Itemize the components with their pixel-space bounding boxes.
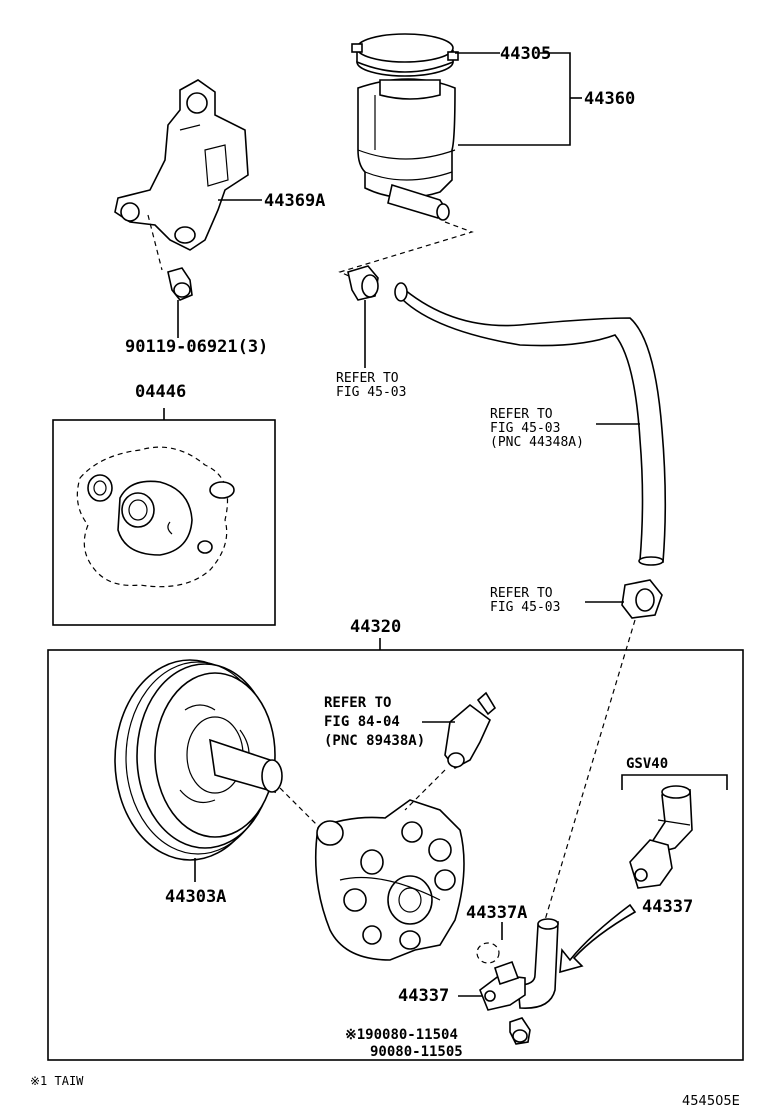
ref-sensor-3: (PNC 89438A) xyxy=(324,733,425,749)
ref-clip-left-2: FIG 45-03 xyxy=(336,385,406,400)
label-90119: 90119-06921(3) xyxy=(125,337,268,357)
label-44369a: 44369A xyxy=(264,191,325,211)
ref-clip-left-1: REFER TO xyxy=(336,371,399,386)
pump-bracket xyxy=(114,79,249,251)
sensor-alignment-line xyxy=(404,769,446,811)
bolt-90080 xyxy=(509,1017,531,1045)
ref-clip-right-1: REFER TO xyxy=(490,586,553,601)
shaft-alignment-line xyxy=(279,787,321,829)
ref-clip-right-2: FIG 45-03 xyxy=(490,600,560,615)
label-44337-upper: 44337 xyxy=(642,897,693,917)
label-44360: 44360 xyxy=(584,89,635,109)
label-44337a: 44337A xyxy=(466,903,527,923)
figure-id: 454505E xyxy=(682,1094,740,1109)
label-44303a: 44303A xyxy=(165,887,226,907)
gsv40-bracket xyxy=(621,774,728,790)
reservoir-cap xyxy=(351,33,459,77)
label-90080: 90080-11505 xyxy=(370,1044,463,1060)
pump-assembly-box xyxy=(47,649,744,1061)
label-44320: 44320 xyxy=(350,617,401,637)
clip-right xyxy=(621,579,663,619)
ref-hose-2: FIG 45-03 xyxy=(490,421,560,436)
clip-left xyxy=(347,265,379,301)
label-04446: 04446 xyxy=(135,382,186,402)
o-ring xyxy=(476,942,500,964)
footnote: ※1 TAIW xyxy=(30,1074,84,1088)
union-fitting-gsv40 xyxy=(629,785,693,889)
label-190080: ※190080-11504 xyxy=(345,1027,458,1043)
bolt-alignment-line xyxy=(147,214,163,271)
label-gsv40: GSV40 xyxy=(626,756,668,772)
ref-hose-1: REFER TO xyxy=(490,407,553,422)
label-44337-lower: 44337 xyxy=(398,986,449,1006)
return-hose xyxy=(396,288,667,563)
pulley xyxy=(114,659,283,861)
ref-sensor-1: REFER TO xyxy=(324,695,391,711)
gasket-kit xyxy=(76,446,235,588)
bolt-90119 xyxy=(167,267,193,301)
union-fitting-lower xyxy=(479,918,559,1011)
pump-body xyxy=(314,799,465,961)
ref-sensor-2: FIG 84-04 xyxy=(324,714,400,730)
bracket-44360 xyxy=(458,52,571,146)
reservoir-tank xyxy=(357,78,456,221)
pressure-sensor xyxy=(444,691,497,770)
label-44305: 44305 xyxy=(500,44,551,64)
hose-alignment-line xyxy=(544,619,636,921)
replacement-arrow xyxy=(559,903,637,974)
ref-hose-3: (PNC 44348A) xyxy=(490,435,584,450)
